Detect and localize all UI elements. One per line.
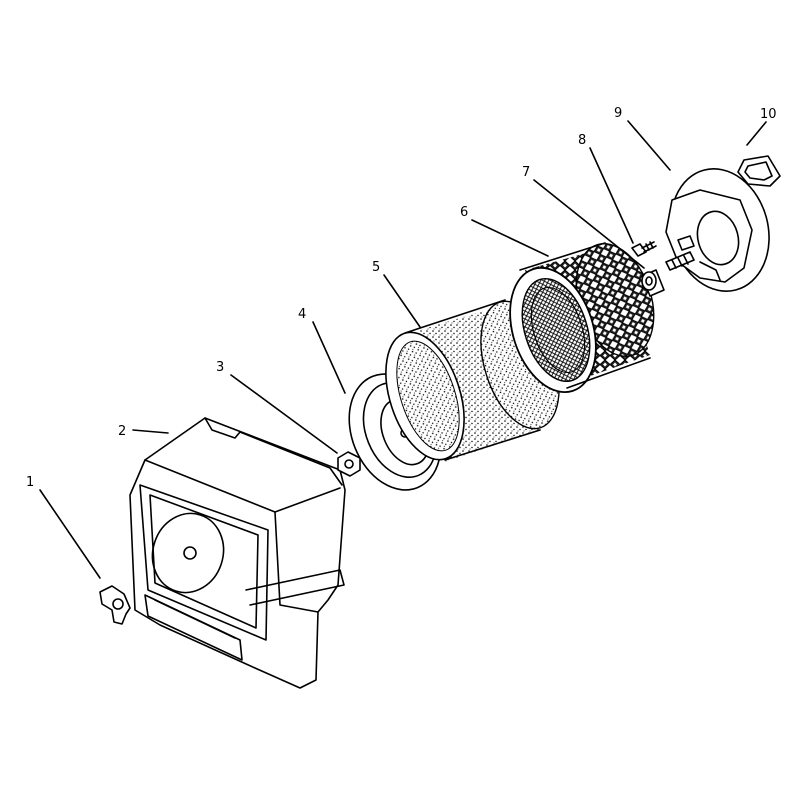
callout-8: 8: [578, 133, 586, 148]
leader-5: [383, 274, 421, 328]
leader-1: [39, 489, 101, 579]
leader-7: [533, 179, 645, 269]
leader-3: [230, 374, 338, 454]
callout-1: 1: [26, 475, 34, 490]
leader-2: [132, 429, 169, 434]
callout-7: 7: [522, 165, 530, 180]
paper-filter-element: [509, 242, 655, 394]
wing-nut: [99, 585, 131, 625]
foam-precleaner: [385, 299, 560, 462]
callout-5: 5: [372, 260, 380, 275]
air-cleaner-cover: [129, 417, 346, 689]
callout-6: 6: [460, 205, 468, 220]
leader-9: [627, 120, 671, 171]
callout-9: 9: [614, 106, 622, 121]
leader-8: [589, 147, 634, 244]
spacer-sleeve: [641, 269, 665, 297]
leader-10: [746, 121, 767, 146]
screw: [631, 241, 657, 257]
hex-nut: [337, 451, 361, 477]
leader-6: [471, 219, 549, 257]
callout-10: 10: [760, 107, 777, 122]
gasket: [737, 155, 781, 187]
leader-4: [312, 321, 346, 394]
air-cleaner-base: [665, 168, 770, 292]
callout-labels: 1 2 3 4 5 6 7 8 9 10: [26, 106, 777, 490]
callout-3: 3: [216, 360, 224, 375]
callout-2: 2: [118, 424, 126, 439]
callout-4: 4: [298, 307, 306, 322]
leader-lines: [39, 120, 767, 579]
